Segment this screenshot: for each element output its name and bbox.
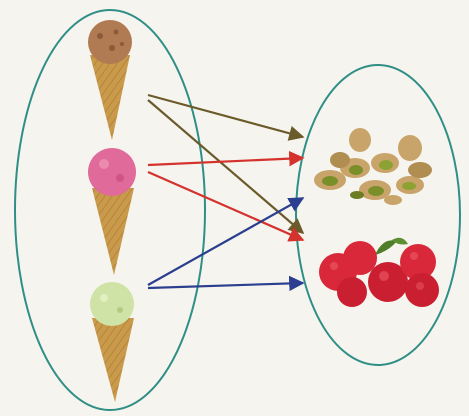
arrow-chocolate-to-raspberries bbox=[148, 100, 303, 233]
arrow-strawberry-to-pistachios bbox=[148, 158, 303, 165]
scoop bbox=[90, 282, 134, 326]
pistachios bbox=[314, 128, 432, 205]
arrow-strawberry-to-raspberries bbox=[148, 172, 303, 240]
right-set-ellipse bbox=[296, 65, 460, 365]
mapping-arrows bbox=[148, 95, 303, 288]
raspberries bbox=[319, 238, 439, 307]
cone bbox=[92, 188, 134, 275]
scoop bbox=[88, 148, 136, 196]
ice-cream-chocolate bbox=[88, 20, 132, 140]
arrow-pistachio-to-pistachios bbox=[148, 198, 303, 285]
cone bbox=[90, 55, 130, 140]
arrow-pistachio-to-raspberries bbox=[148, 283, 303, 288]
scoop bbox=[88, 20, 132, 64]
arrow-chocolate-to-pistachios bbox=[148, 95, 303, 137]
cone bbox=[92, 318, 134, 402]
ice-cream-pistachio bbox=[90, 282, 134, 402]
ice-cream-strawberry bbox=[88, 148, 136, 275]
